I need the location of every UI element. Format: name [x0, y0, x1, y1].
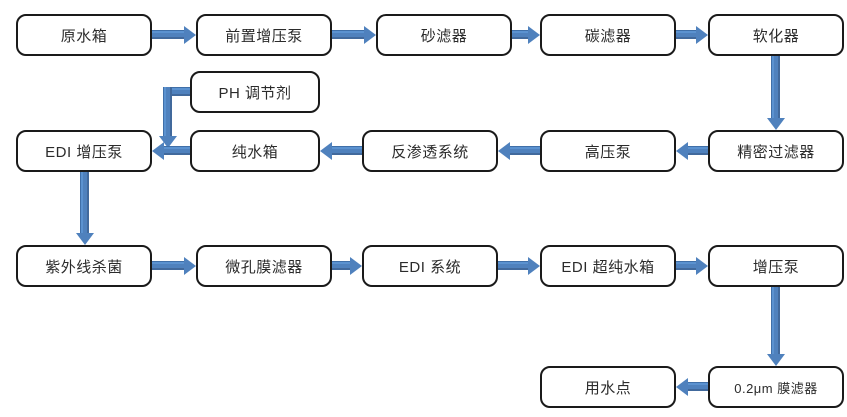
- arrow-uv-sterilizer-to-micropore-filter: [152, 261, 184, 270]
- arrowhead-icon: [766, 118, 785, 130]
- node-label: 0.2μm 膜滤器: [734, 380, 818, 396]
- node-label: 用水点: [584, 379, 632, 397]
- arrowhead-icon: [676, 141, 688, 160]
- node-raw-water-tank[interactable]: 原水箱: [16, 14, 152, 56]
- node-pure-water-tank[interactable]: 纯水箱: [190, 130, 320, 172]
- arrow-ro-system-to-pure-water-tank: [332, 146, 362, 155]
- node-label: EDI 系统: [398, 258, 462, 276]
- node-sand-filter[interactable]: 砂滤器: [376, 14, 512, 56]
- arrowhead-icon: [498, 141, 510, 160]
- node-label: 高压泵: [584, 143, 632, 161]
- node-label: 微孔膜滤器: [225, 258, 303, 276]
- arrowhead-icon: [184, 25, 196, 44]
- node-ro-system[interactable]: 反渗透系统: [362, 130, 498, 172]
- node-label: 原水箱: [60, 27, 108, 45]
- arrow-membrane-filter-to-point-of-use: [688, 382, 708, 391]
- arrowhead-icon: [184, 256, 196, 275]
- node-edi-booster-pump[interactable]: EDI 增压泵: [16, 130, 152, 172]
- node-label: 反渗透系统: [391, 143, 469, 161]
- node-label: 紫外线杀菌: [45, 258, 123, 276]
- arrowhead-icon: [696, 256, 708, 275]
- arrow-raw-water-tank-to-pre-booster-pump: [152, 30, 184, 39]
- arrow-edi-system-to-edi-ultrapure-tank: [498, 261, 528, 270]
- arrow-ph-adjuster-elbow-horizontal: [163, 87, 193, 96]
- node-edi-system[interactable]: EDI 系统: [362, 245, 498, 287]
- arrowhead-icon: [676, 377, 688, 396]
- node-label: PH 调节剂: [218, 84, 292, 102]
- node-label: 前置增压泵: [225, 27, 303, 45]
- node-label: EDI 增压泵: [45, 143, 123, 161]
- arrow-edi-ultrapure-tank-to-booster-pump: [676, 261, 696, 270]
- node-micropore-filter[interactable]: 微孔膜滤器: [196, 245, 332, 287]
- node-softener[interactable]: 软化器: [708, 14, 844, 56]
- arrow-booster-pump-to-membrane-filter: [771, 287, 780, 354]
- node-booster-pump[interactable]: 增压泵: [708, 245, 844, 287]
- arrow-micropore-filter-to-edi-system: [332, 261, 350, 270]
- node-label: 精密过滤器: [737, 143, 815, 161]
- arrowhead-icon: [350, 256, 362, 275]
- node-point-of-use[interactable]: 用水点: [540, 366, 676, 408]
- arrowhead-icon: [320, 141, 332, 160]
- arrow-precision-filter-to-high-pressure-pump: [688, 146, 708, 155]
- arrow-high-pressure-pump-to-ro-system: [510, 146, 540, 155]
- node-label: EDI 超纯水箱: [561, 258, 655, 276]
- arrowhead-icon: [528, 256, 540, 275]
- node-pre-booster-pump[interactable]: 前置增压泵: [196, 14, 332, 56]
- arrowhead-icon: [766, 354, 785, 366]
- node-label: 增压泵: [752, 258, 800, 276]
- node-high-pressure-pump[interactable]: 高压泵: [540, 130, 676, 172]
- arrow-ph-adjuster-elbow-vertical: [163, 87, 172, 136]
- arrowhead-icon: [75, 233, 94, 245]
- arrowhead-icon: [152, 141, 164, 160]
- arrow-pre-booster-pump-to-sand-filter: [332, 30, 364, 39]
- node-membrane-filter-02um[interactable]: 0.2μm 膜滤器: [708, 366, 844, 408]
- node-label: 砂滤器: [420, 27, 468, 45]
- node-label: 碳滤器: [584, 27, 632, 45]
- node-uv-sterilizer[interactable]: 紫外线杀菌: [16, 245, 152, 287]
- node-precision-filter[interactable]: 精密过滤器: [708, 130, 844, 172]
- arrowhead-icon: [528, 25, 540, 44]
- arrow-pure-water-tank-to-edi-booster-pump: [164, 146, 190, 155]
- arrowhead-icon: [696, 25, 708, 44]
- node-label: 软化器: [752, 27, 800, 45]
- arrow-sand-filter-to-carbon-filter: [512, 30, 528, 39]
- node-edi-ultrapure-tank[interactable]: EDI 超纯水箱: [540, 245, 676, 287]
- arrow-edi-booster-pump-to-uv-sterilizer: [80, 172, 89, 233]
- node-carbon-filter[interactable]: 碳滤器: [540, 14, 676, 56]
- node-label: 纯水箱: [231, 143, 279, 161]
- node-ph-adjuster[interactable]: PH 调节剂: [190, 71, 320, 113]
- arrow-softener-to-precision-filter: [771, 56, 780, 118]
- arrowhead-icon: [364, 25, 376, 44]
- arrow-carbon-filter-to-softener: [676, 30, 696, 39]
